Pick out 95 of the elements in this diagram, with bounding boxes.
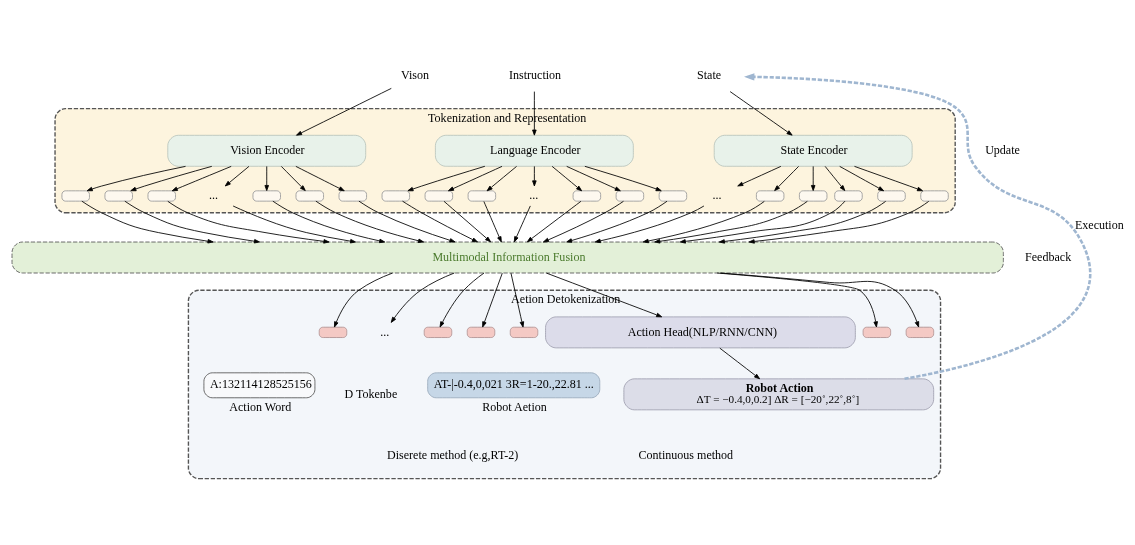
node-text: Instruction [508,67,562,82]
arrow [510,272,525,327]
node-box [877,189,906,202]
arrow [774,165,800,191]
node-box [147,189,176,202]
node-box [104,189,133,202]
arrow [439,272,485,327]
node-text: ... [529,187,539,202]
node-text: Vison [400,67,430,82]
node-label: Action Word [229,399,292,414]
arrow [390,272,455,323]
arrow [171,165,232,191]
node-text: ... [209,187,219,202]
arrow [81,200,214,243]
arrow [546,272,663,317]
arrow [315,200,425,243]
arrow [679,200,846,244]
node-box [834,189,863,202]
arrow [737,165,782,186]
node-text: ... [380,324,390,339]
node-box: State Encoder [713,134,913,167]
label: Diserete method (e.g,RT-2) [387,447,519,462]
arrow [296,87,392,136]
node-box: Action Head(NLP/RNN/CNN) [545,315,856,348]
node-label: Robot Aetion [482,399,547,414]
label: Feedback [1025,249,1072,264]
node-box [509,326,539,338]
node-box [615,189,645,202]
arrow [824,165,846,191]
node-box [252,189,281,202]
arrow [86,165,186,191]
arrow [810,165,816,191]
node-box [338,189,367,202]
node-box [572,189,602,202]
arrow [542,200,624,242]
node-box [466,326,496,338]
label: D Tokenbe [344,386,398,401]
node-box: Robot Action ΔT = −0.4,0,0.2] ΔR = [−20˚,22˚,8˚] [623,377,935,410]
arrow [407,165,486,191]
arrow [584,165,662,191]
arrow [232,205,357,243]
arrow [748,200,930,244]
arrow [839,165,885,191]
node-box: Multimodal Information Fusion [11,241,1004,273]
arrow [744,72,1092,380]
node-box [61,189,90,202]
arrow [729,90,793,136]
node-box [423,326,453,338]
node-box: Vision Encoder [167,134,367,167]
arrow [716,272,878,327]
node-box [424,189,454,202]
arrow [402,200,478,242]
arrow [566,200,668,243]
arrow [526,200,582,242]
arrow [130,165,213,191]
arrow [513,205,531,242]
arrow [642,200,765,243]
arrow [167,200,330,244]
node-text: State [697,67,722,82]
arrow [483,200,502,242]
arrow [280,165,306,191]
label: Continuous method [638,447,734,462]
node-text: ... [712,187,722,202]
node-box [318,326,348,338]
node-box [295,189,324,202]
node-box [467,189,497,202]
arrow [224,165,250,186]
node-box [862,326,892,338]
arrow [272,200,386,243]
arrow [532,165,537,186]
arrow [566,165,621,191]
arrow [482,272,503,327]
arrow [295,165,345,191]
arrow [720,272,920,327]
arrow [854,165,924,191]
node-box [905,326,935,338]
arrow [719,347,761,379]
arrow [124,200,260,243]
arrow [654,200,808,243]
node-box [920,189,949,202]
node-box [755,189,785,202]
node-box [658,189,688,202]
arrow [443,200,492,242]
arrow [358,200,456,242]
node-box [799,189,828,202]
arrow [594,205,705,243]
arrow [718,200,887,244]
arrow [486,165,518,191]
node-box [381,189,410,202]
arrow [447,165,503,191]
label: Update [985,142,1020,157]
arrow [551,165,583,191]
arrow [264,165,269,191]
node-box: Language Encoder [434,134,634,167]
edge-label: Execution [1074,217,1124,232]
